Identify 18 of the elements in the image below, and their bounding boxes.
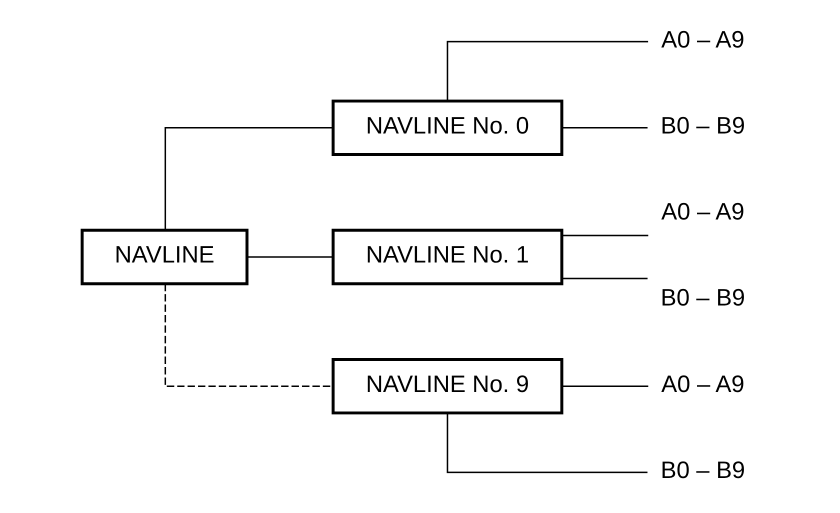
node-text: B0 – B9: [660, 456, 746, 484]
node-box: NAVLINE No. 9: [332, 357, 564, 414]
connector: [562, 384, 648, 386]
connector: [247, 256, 333, 258]
node-text: B0 – B9: [660, 284, 746, 312]
connector: [562, 126, 648, 128]
connector: [562, 234, 648, 236]
connector: [164, 126, 334, 230]
connector: [562, 277, 648, 279]
node-box: NAVLINE: [80, 228, 248, 285]
node-text: A0 – A9: [661, 370, 744, 398]
connector: [446, 412, 648, 473]
node-text: B0 – B9: [660, 112, 746, 139]
node-box: NAVLINE No. 1: [332, 228, 564, 285]
node-box: NAVLINE No. 0: [332, 99, 564, 156]
node-text: A0 – A9: [661, 26, 744, 53]
connector: [446, 40, 648, 101]
node-text: A0 – A9: [661, 198, 744, 226]
